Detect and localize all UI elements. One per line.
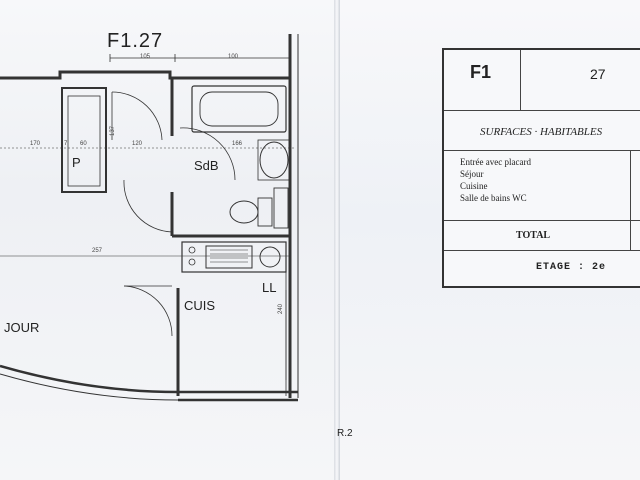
dim-120: 120 [132,141,143,147]
dim-7: 7 [64,141,68,147]
dim-137: 137 [110,125,117,137]
surfaces-table: F1 27 SURFACES · HABITABLES Entrée avec … [442,48,640,288]
room-label-cuisine: CUIS [184,298,216,313]
dim-240: 240 [278,303,285,315]
page-fold [334,0,340,480]
table-divider [520,50,521,110]
total-label: TOTAL [516,230,551,241]
room-label-ll: LL [262,280,277,295]
surfaces-item: Séjour [460,169,484,179]
table-divider [444,220,640,221]
table-divider [444,250,640,251]
page-reference: R.2 [337,428,353,439]
apartment-type: F1 [470,62,492,82]
dim-top-left: 105 [140,54,151,60]
surfaces-item: Cuisine [460,181,488,191]
surfaces-item: Entrée avec placard [460,157,531,167]
table-divider [444,150,640,151]
table-divider [444,110,640,111]
room-label-placard: P [72,155,81,170]
etage-label: ETAGE : 2e [536,262,607,273]
surfaces-item-list: Entrée avec placard Séjour Cuisine Salle… [460,156,531,204]
dim-top-right: 100 [228,54,239,60]
plan-title: F1.27 [107,30,164,52]
dim-166: 166 [232,141,243,147]
room-label-sdb: SdB [194,158,219,173]
surfaces-header: SURFACES · HABITABLES [480,126,603,138]
dim-170: 170 [30,141,41,147]
room-label-sejour: JOUR [4,320,40,335]
dim-257: 257 [92,248,103,254]
table-divider [630,150,631,250]
surfaces-item: Salle de bains WC [460,193,527,203]
dim-60: 60 [80,141,87,147]
apartment-number: 27 [590,66,606,82]
